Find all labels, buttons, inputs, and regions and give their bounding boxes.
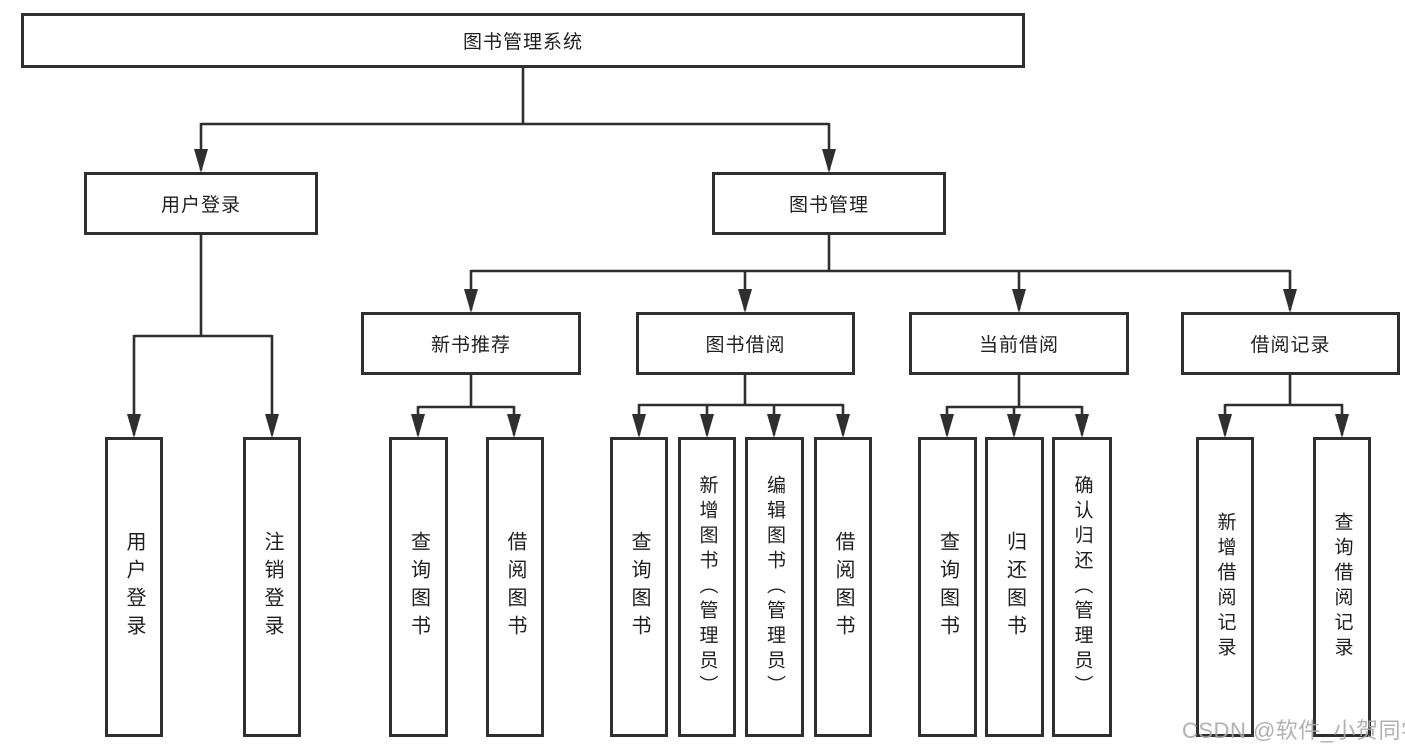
leaf-add-borrow-record: 新增借阅记录 — [1196, 437, 1254, 737]
leaf-query-books-recommend: 查询图书 — [389, 437, 448, 737]
node-label: 用户登录 — [160, 195, 241, 216]
node-label: 借阅记录 — [1250, 335, 1331, 356]
connector-records-to-leaves — [1223, 375, 1344, 435]
leaf-label: 用户登录 — [123, 531, 145, 643]
leaf-label: 查询图书 — [628, 531, 650, 643]
leaf-label: 编辑图书（管理员） — [764, 474, 785, 700]
leaf-user-login: 用户登录 — [105, 437, 163, 737]
leaf-query-borrow-record: 查询借阅记录 — [1313, 437, 1371, 737]
node-current-borrowing: 当前借阅 — [909, 312, 1129, 375]
node-label: 图书借阅 — [705, 335, 786, 356]
node-book-management: 图书管理 — [712, 172, 946, 235]
leaf-label: 新增图书（管理员） — [696, 474, 718, 700]
node-label: 当前借阅 — [978, 335, 1059, 356]
leaf-label: 借阅图书 — [832, 531, 854, 643]
leaf-add-books-admin: 新增图书（管理员） — [678, 437, 736, 737]
connector-newbooks-to-leaves — [416, 375, 516, 435]
connector-bookborrow-to-leaves — [637, 375, 845, 435]
arrowheads — [127, 149, 1349, 438]
connector-userlogin-to-leaves — [132, 235, 274, 435]
connector-root-to-level2 — [199, 68, 831, 170]
leaf-borrow-books: 借阅图书 — [814, 437, 872, 737]
leaf-logout: 注销登录 — [243, 437, 301, 737]
node-new-book-recommend: 新书推荐 — [361, 312, 581, 375]
leaf-label: 归还图书 — [1003, 531, 1026, 643]
csdn-watermark: CSDN @软件_小贺同学 — [1182, 718, 1405, 743]
leaf-edit-books-admin: 编辑图书（管理员） — [745, 437, 804, 737]
leaf-query-books-current: 查询图书 — [918, 437, 977, 737]
node-user-login: 用户登录 — [84, 172, 318, 235]
leaf-label: 查询图书 — [407, 531, 430, 643]
leaf-label: 查询借阅记录 — [1331, 512, 1353, 662]
connector-bookmgmt-to-level3 — [469, 235, 1292, 310]
leaf-borrow-books-recommend: 借阅图书 — [486, 437, 544, 737]
leaf-confirm-return-admin: 确认归还（管理员） — [1052, 437, 1112, 737]
leaf-label: 确认归还（管理员） — [1071, 474, 1093, 700]
leaf-label: 注销登录 — [261, 531, 283, 643]
node-borrowing-records: 借阅记录 — [1181, 312, 1400, 375]
node-label: 图书管理 — [788, 195, 869, 216]
leaf-return-books: 归还图书 — [985, 437, 1044, 737]
leaf-query-books-borrow: 查询图书 — [610, 437, 668, 737]
node-root-system: 图书管理系统 — [21, 13, 1025, 68]
node-label: 图书管理系统 — [462, 32, 583, 53]
leaf-label: 查询图书 — [936, 531, 959, 643]
node-label: 新书推荐 — [430, 335, 511, 356]
node-book-borrowing: 图书借阅 — [636, 312, 855, 375]
leaf-label: 新增借阅记录 — [1214, 512, 1236, 662]
leaf-label: 借阅图书 — [504, 531, 526, 643]
